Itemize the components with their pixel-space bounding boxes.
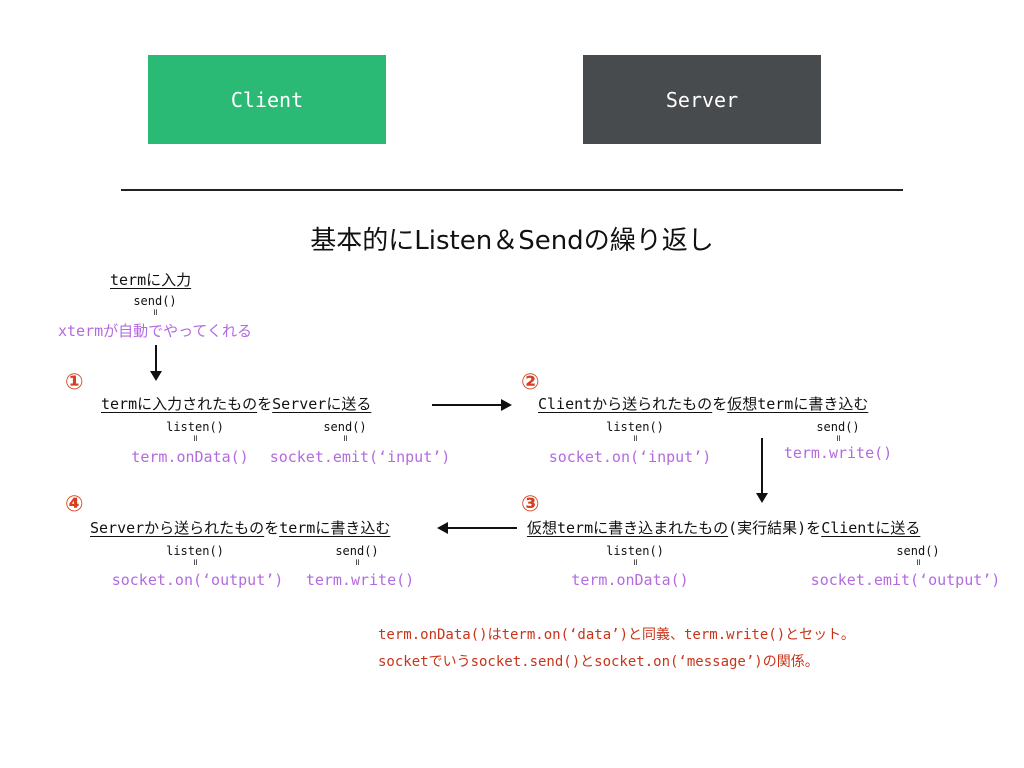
step-number-1: ① [65,370,84,395]
arrowhead-right-icon [501,399,512,411]
server-label: Server [665,87,739,112]
arrow-down-input [155,345,157,372]
step4-heading: Serverから送られたものをtermに書き込む [90,519,391,537]
page-title: 基本的にListen＆Sendの繰り返し [310,226,714,256]
step4-send-fn: send() [335,544,379,558]
step3-send-fn: send() [896,544,940,558]
arrow-left-3-4 [447,527,517,529]
client-box: Client [148,55,386,144]
step3-listen-eq: ॥ [632,558,638,568]
step2-heading: Clientから送られたものを仮想termに書き込む [538,395,869,413]
step1-send-eq: ॥ [342,434,348,444]
step4-send-eq: ॥ [354,558,360,568]
step2-listen-code: socket.on(‘input’) [548,448,712,466]
step-number-4: ④ [65,492,84,517]
arrowhead-left-icon [437,522,448,534]
step1-listen-code: term.onData() [131,448,249,466]
step1-heading: termに入力されたものをServerに送る [101,395,372,413]
step3-send-eq: ॥ [915,558,921,568]
note-line-1: term.onData()はterm.on(‘data’)と同義、term.wr… [378,627,855,643]
step2-listen-fn: listen() [606,420,664,434]
step1-listen-fn: listen() [166,420,224,434]
input-heading: termに入力 [110,271,192,289]
step2-listen-eq: ॥ [632,434,638,444]
step2-send-fn: send() [816,420,860,434]
arrowhead-down-icon [150,371,162,381]
step-number-2: ② [521,370,540,395]
step3-send-code: socket.emit(‘output’) [810,571,1001,589]
step4-send-code: term.write() [305,571,415,589]
arrowhead-down-icon [756,493,768,503]
step1-send-fn: send() [323,420,367,434]
step2-send-code: term.write() [783,444,893,462]
step3-listen-fn: listen() [606,544,664,558]
note-line-2: socketでいうsocket.send()とsocket.on(‘messag… [378,654,819,670]
step1-send-code: socket.emit(‘input’) [269,448,451,466]
step3-heading: 仮想termに書き込まれたもの(実行結果)をClientに送る [527,519,921,537]
server-box: Server [583,55,821,144]
step1-listen-eq: ॥ [192,434,198,444]
step3-listen-code: term.onData() [571,571,689,589]
input-eq: ॥ [152,308,158,318]
divider [121,189,903,191]
arrow-right-1-2 [432,404,502,406]
step4-listen-eq: ॥ [192,558,198,568]
step-number-3: ③ [521,492,540,517]
step4-listen-code: socket.on(‘output’) [111,571,284,589]
client-label: Client [230,87,304,112]
step4-listen-fn: listen() [166,544,224,558]
input-fn: send() [133,294,177,308]
arrow-down-2-3 [761,438,763,494]
step2-send-eq: ॥ [835,434,841,444]
input-code: xtermが自動でやってくれる [58,322,252,340]
